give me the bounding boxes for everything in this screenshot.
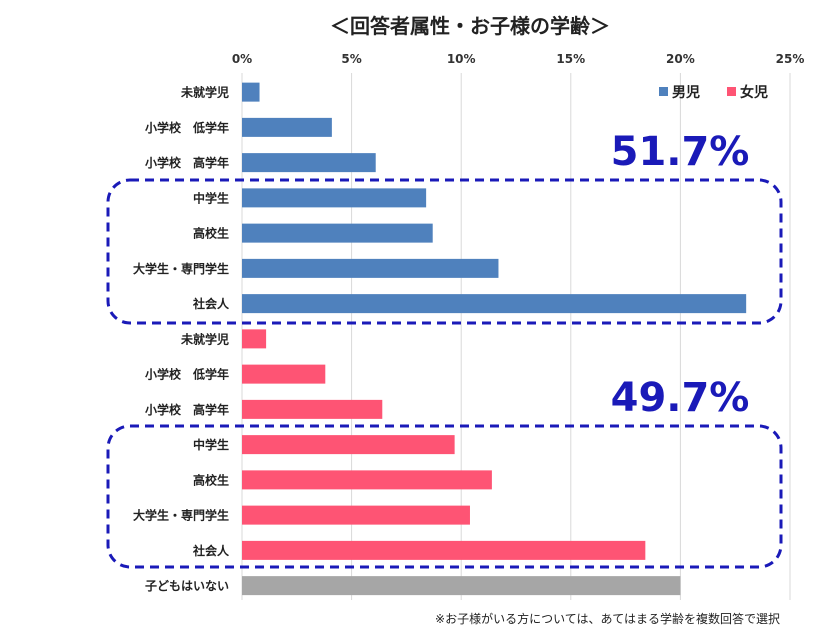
bar <box>242 188 427 208</box>
category-label: 小学校 低学年 <box>145 367 229 382</box>
footnote: ※お子様がいる方については、あてはまる学齢を複数回答で選択 <box>435 611 780 626</box>
chart-title: ＜回答者属性・お子様の学齢＞ <box>330 14 610 38</box>
bar <box>242 399 383 419</box>
bar <box>242 82 260 102</box>
category-label: 未就学児 <box>180 85 229 100</box>
legend-label-girls: 女児 <box>740 84 768 101</box>
category-label: 中学生 <box>193 437 229 452</box>
bar <box>242 540 646 560</box>
bar <box>242 294 747 314</box>
category-label: 社会人 <box>192 296 230 311</box>
bar <box>242 117 332 137</box>
legend-label-boys: 男児 <box>672 85 700 101</box>
legend-swatch-girls <box>727 87 736 96</box>
category-label: 小学校 高学年 <box>145 402 229 417</box>
bars <box>242 82 747 596</box>
bar <box>242 223 433 243</box>
category-label: 高校生 <box>193 472 229 487</box>
category-label: 大学生・専門学生 <box>133 508 229 523</box>
x-tick-label: 5% <box>341 52 361 66</box>
category-label: 社会人 <box>192 543 230 558</box>
bar <box>242 329 267 349</box>
bar <box>242 258 499 278</box>
bar <box>242 470 492 490</box>
category-label: 未就学児 <box>180 331 229 346</box>
x-tick-label: 10% <box>447 52 476 66</box>
highlight-box-boys <box>106 178 783 325</box>
category-label: 高校生 <box>193 226 229 241</box>
bar <box>242 576 681 596</box>
bar <box>242 153 376 173</box>
highlight-boxes <box>106 178 783 569</box>
annotation-girls-total: 49.7% <box>611 375 750 421</box>
category-label: 小学校 高学年 <box>145 155 229 170</box>
annotation-boys-total: 51.7% <box>611 129 750 175</box>
x-tick-label: 25% <box>776 52 805 66</box>
x-axis-ticks: 0% 5% 10% 15% 20% 25% <box>232 52 805 66</box>
x-tick-label: 15% <box>556 52 585 66</box>
legend-swatch-boys <box>659 87 668 96</box>
highlight-box-girls <box>106 424 783 569</box>
category-label: 中学生 <box>193 190 229 205</box>
category-label: 小学校 低学年 <box>145 120 229 135</box>
x-tick-label: 0% <box>232 52 252 66</box>
bar <box>242 364 326 384</box>
category-label: 大学生・専門学生 <box>133 261 229 276</box>
legend: 男児 女児 <box>659 84 768 101</box>
category-label: 子どもはいない <box>145 579 229 593</box>
bar <box>242 435 455 455</box>
x-tick-label: 20% <box>666 52 695 66</box>
bar <box>242 505 470 525</box>
